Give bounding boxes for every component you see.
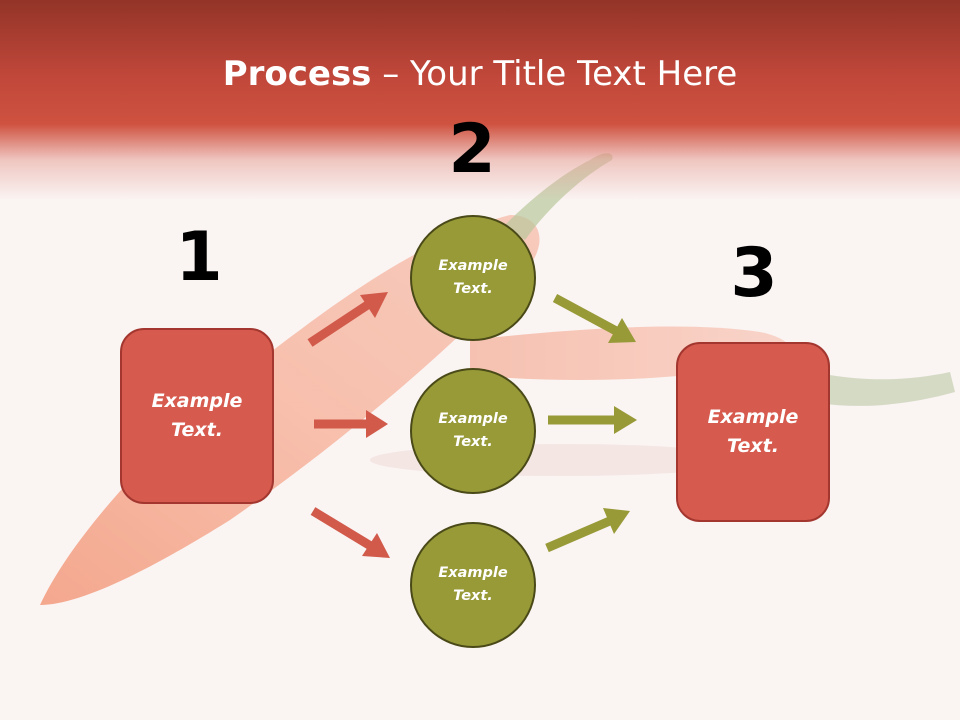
step-3-text: Example Text.: [707, 406, 799, 457]
step-2-text-top: Example Text.: [438, 258, 508, 297]
step-3-box: Example Text.: [676, 342, 830, 522]
step-2-circle-bottom: Example Text.: [410, 522, 536, 648]
step-2-circle-middle: Example Text.: [410, 368, 536, 494]
step-number-2: 2: [448, 110, 496, 189]
step-2-circle-top: Example Text.: [410, 215, 536, 341]
step-number-1: 1: [175, 218, 223, 297]
title-bold: Process: [222, 54, 372, 94]
step-1-text: Example Text.: [151, 390, 243, 441]
step-1-box: Example Text.: [120, 328, 274, 504]
step-2-text-bottom: Example Text.: [438, 565, 508, 604]
title-rest: – Your Title Text Here: [371, 54, 738, 94]
step-2-text-middle: Example Text.: [438, 411, 508, 450]
slide-title: Process – Your Title Text Here: [0, 52, 960, 96]
step-number-3: 3: [730, 234, 778, 313]
title-banner: [0, 0, 960, 200]
